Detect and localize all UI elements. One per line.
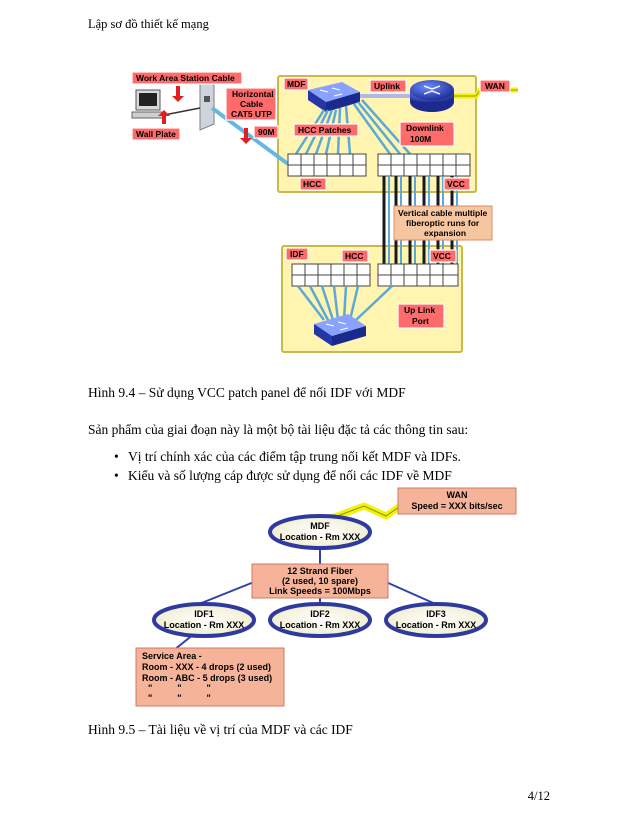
label-downlink: Downlink 100M [399,121,455,147]
label-horizontal-line2: Cable [240,99,263,109]
label-uplink-port: Up Link Port [397,303,445,329]
fiber-line3: Link Speeds = 100Mbps [269,586,371,596]
label-vcc-idf-text: VCC [433,251,451,261]
label-wall-plate: Wall Plate [131,127,181,141]
label-work-area: Work Area Station Cable [131,71,243,85]
service-line2: Room - XXX - 4 drops (2 used) [142,662,271,672]
label-idf-text: IDF [290,249,304,259]
label-hcc-idf: HCC [341,249,369,263]
wan-box: WAN Speed = XXX bits/sec [397,487,517,515]
idf2-line2: Location - Rm XXX [280,620,361,630]
label-hcc-patches-text: HCC Patches [298,125,352,135]
idf3-ellipse: IDF3 Location - Rm XXX [384,602,488,638]
idf2-line1: IDF2 [310,609,330,619]
idf1-line2: Location - Rm XXX [164,620,245,630]
label-horizontal-line1: Horizontal [232,89,274,99]
label-90m: 90M [253,125,279,139]
label-hcc-idf-text: HCC [345,251,363,261]
figure-9-5-diagram: WAN Speed = XXX bits/sec MDF Location - … [135,487,517,707]
label-downlink-line1: Downlink [406,123,444,133]
label-hcc-top: HCC [299,177,327,191]
label-hcc-top-text: HCC [303,179,321,189]
service-line5: " " " [148,693,211,703]
vcc-patch-panel [377,153,471,177]
horizontal-cable [210,106,290,166]
label-90m-text: 90M [258,127,275,137]
label-wan: WAN [479,79,511,93]
service-line4: " " " [148,683,211,693]
figure-9-4-caption: Hình 9.4 – Sử dụng VCC patch panel để nố… [88,385,406,400]
hcc-patch-panel [287,153,367,177]
figure-9-5-caption: Hình 9.5 – Tài liệu về vị trí của MDF và… [88,722,353,737]
label-work-area-text: Work Area Station Cable [136,73,235,83]
fiber-line2: (2 used, 10 spare) [282,576,358,586]
label-vertical-line2: fiberoptic runs for [406,218,480,228]
bullet-item: Vị trí chính xác của các điểm tập trung … [114,447,461,466]
fiber-spec-box: 12 Strand Fiber (2 used, 10 spare) Link … [251,563,389,599]
label-uplink: Uplink [369,79,407,93]
label-vcc-top: VCC [443,177,471,191]
label-vcc-idf: VCC [429,249,457,263]
callout-arrows [158,86,252,144]
idf1-line1: IDF1 [194,609,214,619]
label-horizontal-line3: CAT5 UTP [231,109,272,119]
label-vcc-top-text: VCC [447,179,465,189]
wan-line1: WAN [447,490,468,500]
label-downlink-line2: 100M [410,134,431,144]
label-wan-text: WAN [485,81,505,91]
switch-icon [308,82,360,112]
label-idf: IDF [285,247,309,261]
label-mdf-text: MDF [287,79,305,89]
service-area-box: Service Area - Room - XXX - 4 drops (2 u… [135,647,285,707]
label-vertical-line3: expansion [424,228,466,238]
label-vertical-cable: Vertical cable multiple fiberoptic runs … [393,205,493,241]
label-wall-plate-text: Wall Plate [136,129,176,139]
label-uplink-text: Uplink [374,81,400,91]
figure-9-4-diagram: Work Area Station Cable Horizontal Cable… [131,71,518,353]
label-uplink-port-line1: Up Link [404,305,435,315]
mdf-line2: Location - Rm XXX [280,532,361,542]
mdf-ellipse: MDF Location - Rm XXX [268,514,372,550]
wan-line2: Speed = XXX bits/sec [411,501,502,511]
page-number: 4/12 [527,789,550,803]
pc-icon [131,89,165,119]
idf-hcc-patch-panel [291,263,371,287]
station-cable [163,107,201,116]
intro-paragraph: Sản phẩm của giai đoạn này là một bộ tài… [88,422,469,437]
bullet-item: Kiểu và số lượng cáp được sử dụng để nối… [114,466,461,485]
router-icon [410,80,454,112]
mdf-line1: MDF [310,521,330,531]
label-uplink-port-line2: Port [412,316,429,326]
idf-patch-cables [297,285,393,321]
fiber-line1: 12 Strand Fiber [287,566,353,576]
idf2-ellipse: IDF2 Location - Rm XXX [268,602,372,638]
label-horizontal-cable: Horizontal Cable CAT5 UTP [225,87,277,121]
idf1-ellipse: IDF1 Location - Rm XXX [152,602,256,638]
idf3-line1: IDF3 [426,609,446,619]
label-vertical-line1: Vertical cable multiple [398,208,488,218]
idf3-line2: Location - Rm XXX [396,620,477,630]
bullet-list: Vị trí chính xác của các điểm tập trung … [114,447,461,485]
running-title: Lập sơ đồ thiết kế mạng [88,17,209,31]
label-mdf: MDF [283,77,309,91]
label-hcc-patches: HCC Patches [293,123,359,137]
idf-switch-icon [314,314,366,346]
service-line1: Service Area - [142,651,202,661]
idf-vcc-patch-panel [377,263,459,287]
service-line3: Room - ABC - 5 drops (3 used) [142,673,272,683]
